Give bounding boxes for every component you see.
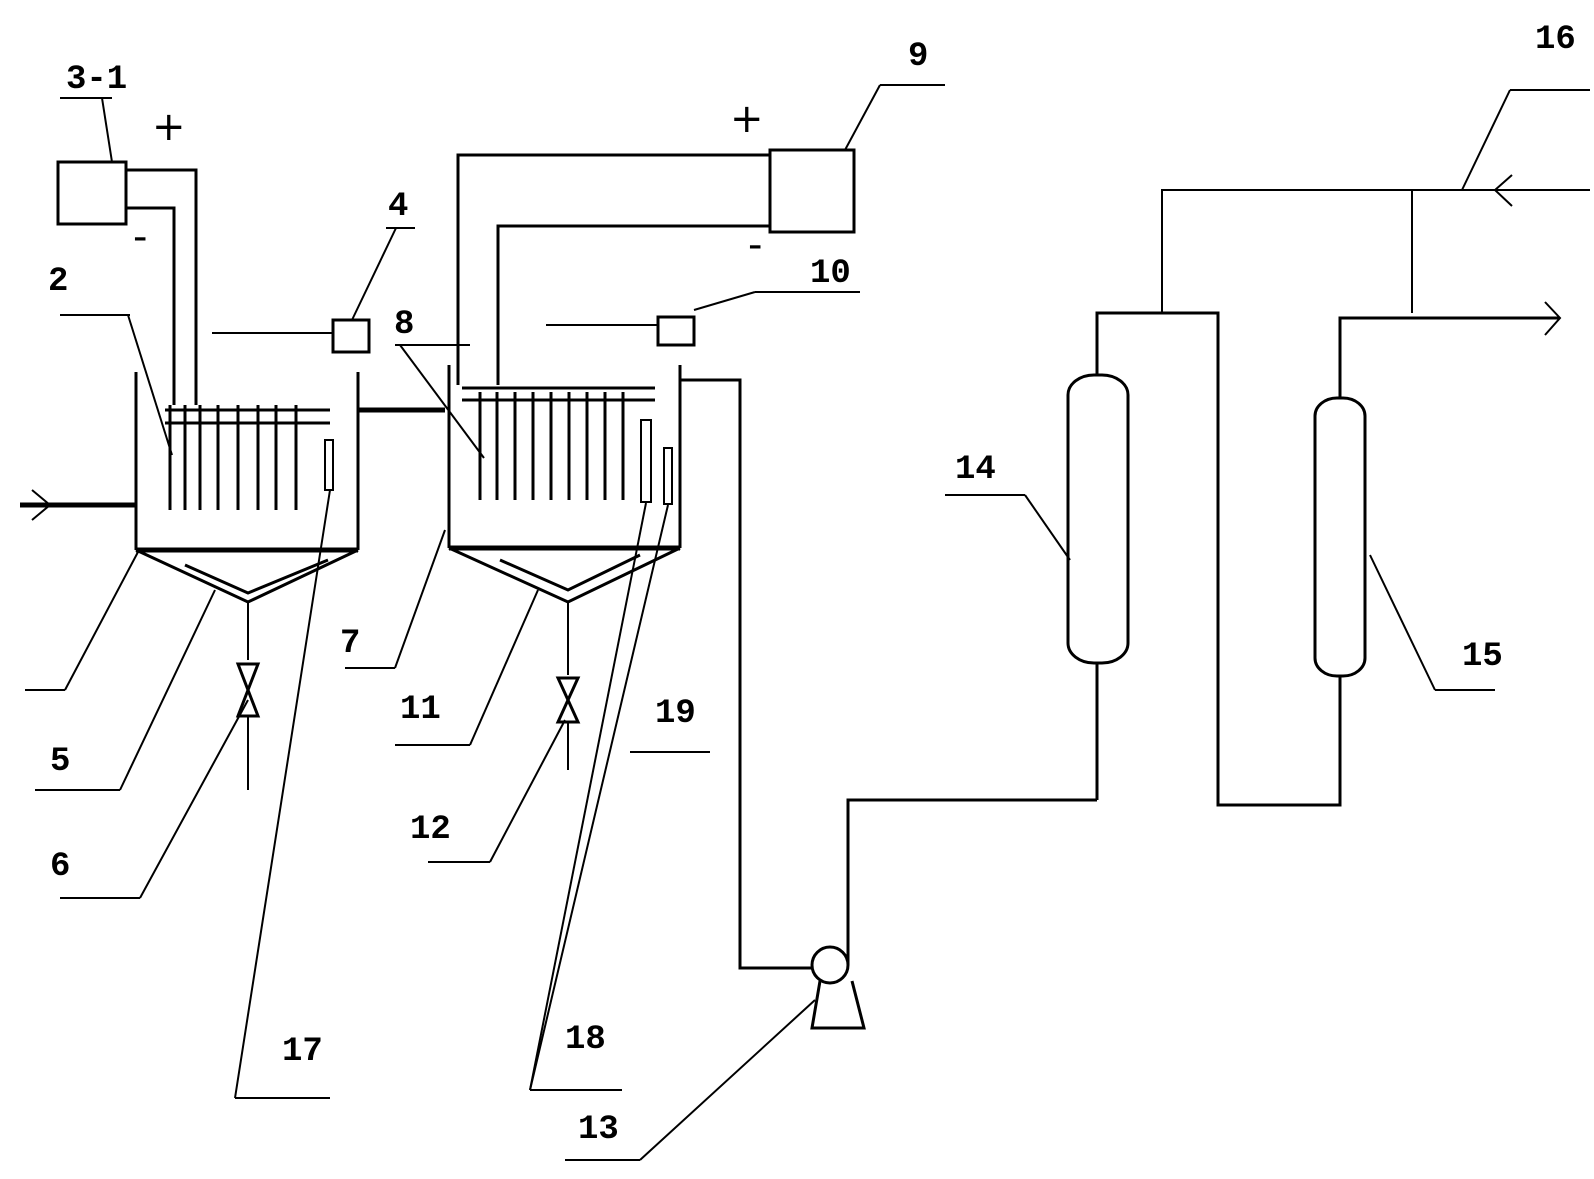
label-15: 15 (1462, 638, 1503, 676)
probe-17 (324, 439, 334, 491)
probe-18 (640, 419, 652, 503)
plus-sign-1: + (152, 104, 186, 150)
label-14: 14 (955, 451, 996, 489)
label-9: 9 (908, 38, 928, 76)
valve-6 (235, 662, 261, 718)
valve-12 (555, 676, 581, 724)
electrolysis-tank-1 (20, 372, 360, 790)
minus-sign-1: - (133, 214, 147, 260)
minus-sign-2: - (748, 222, 762, 268)
power-supply-2 (456, 148, 856, 385)
label-3-1: 3-1 (66, 61, 127, 99)
label-2: 2 (48, 263, 68, 301)
label-8: 8 (394, 306, 414, 344)
power-supply-1 (56, 160, 198, 405)
label-17: 17 (282, 1033, 323, 1071)
leader-lines (25, 84, 1590, 1161)
outlet-pipe (680, 378, 812, 970)
label-6: 6 (50, 848, 70, 886)
column-15 (1313, 301, 1562, 678)
regen-line-16 (1161, 174, 1590, 313)
label-10: 10 (810, 255, 851, 293)
electrode-plates-1 (168, 405, 298, 510)
label-19: 19 (655, 695, 696, 733)
probe-19 (663, 447, 673, 505)
plus-sign-2: + (730, 96, 764, 142)
label-4: 4 (388, 188, 408, 226)
pump-13 (810, 798, 1097, 1030)
label-16: 16 (1535, 21, 1576, 59)
label-18: 18 (565, 1021, 606, 1059)
label-13: 13 (578, 1111, 619, 1149)
controller-4 (212, 318, 371, 354)
label-5: 5 (50, 743, 70, 781)
electrolysis-tank-2 (447, 365, 682, 770)
column-14 (1066, 311, 1342, 807)
electrode-plates-2 (478, 392, 625, 500)
label-7: 7 (340, 625, 360, 663)
label-12: 12 (410, 811, 451, 849)
label-11: 11 (400, 691, 441, 729)
controller-10 (546, 315, 696, 347)
